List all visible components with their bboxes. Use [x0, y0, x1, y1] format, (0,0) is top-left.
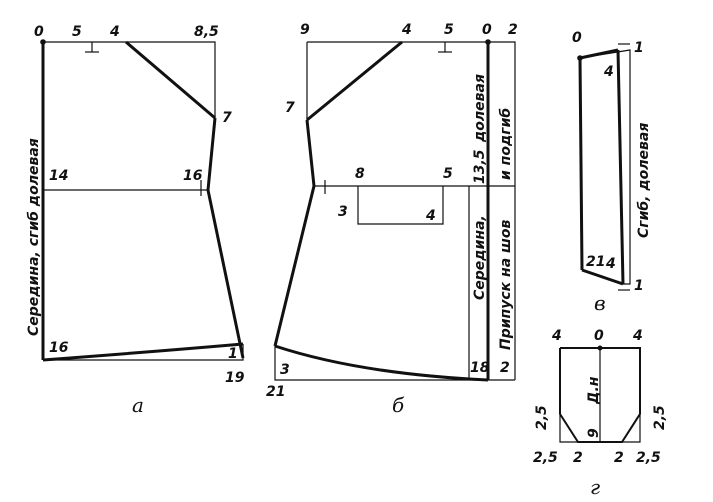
label-v-4-top: 4 [603, 64, 614, 80]
label-b-9: 9 [300, 22, 310, 38]
caption-g: г [590, 475, 600, 499]
pattern-v-point-0 [577, 55, 583, 61]
pattern-g-left-corner [559, 414, 578, 443]
label-b-5: 5 [444, 22, 454, 38]
label-a-1: 1 [228, 346, 238, 362]
label-v-1-top: 1 [634, 40, 644, 56]
label-b-8: 8 [355, 166, 365, 182]
label-g-center: Д.н [586, 376, 602, 405]
label-b-4: 4 [401, 22, 412, 38]
pattern-a-hem-box [43, 344, 244, 361]
label-g-4-right: 4 [632, 328, 643, 344]
pattern-g-point-0 [597, 345, 603, 351]
label-b-3-bottom: 3 [280, 362, 290, 378]
pattern-v-fold-edge [616, 49, 625, 285]
pattern-b-point-0 [485, 39, 491, 45]
pattern-v-outline [579, 49, 631, 285]
label-b-0: 0 [482, 22, 492, 38]
label-a-14: 14 [49, 168, 68, 184]
label-g-0: 0 [594, 328, 604, 344]
label-a-5: 5 [72, 24, 82, 40]
label-a-0: 0 [34, 24, 44, 40]
label-a-side: Середина, сгиб долевая [26, 138, 42, 336]
pattern-a-outline-top [43, 41, 216, 118]
label-v-0: 0 [572, 30, 582, 46]
label-v-side: Сгиб, долевая [636, 123, 652, 238]
pattern-b-shoulder-line [306, 40, 403, 122]
pattern-a-point-0 [40, 39, 46, 45]
pattern-v-bottom-edge [581, 268, 624, 286]
label-a-7: 7 [222, 110, 232, 126]
pattern-b-hem-box [274, 346, 515, 381]
label-b-side-4: Припуск на шов [498, 219, 514, 350]
label-b-13-5: 13,5 [472, 149, 488, 184]
label-b-2: 2 [508, 22, 518, 38]
label-g-2-5-left: 2,5 [534, 405, 550, 430]
caption-a: а [132, 393, 144, 417]
pattern-b-pocket [357, 186, 444, 225]
label-v-21: 21 [586, 254, 605, 270]
label-g-2-right: 2 [614, 450, 624, 466]
label-v-4-bottom: 4 [605, 256, 616, 272]
pattern-v-left-edge [578, 57, 584, 271]
label-b-3: 3 [338, 204, 348, 220]
pattern-g-right-corner [622, 414, 641, 443]
pattern-b-hem-curve [274, 344, 489, 382]
label-b-18: 18 [470, 360, 490, 376]
label-b-2-bottom: 2 [500, 360, 510, 376]
label-b-side-3: Середина, [472, 215, 488, 300]
pattern-b: 9 4 5 0 2 7 8 5 3 4 18 2 3 21 13,5 долев… [266, 22, 518, 417]
label-g-9: 9 [586, 428, 602, 438]
label-b-21: 21 [266, 384, 285, 400]
label-b-4-mid: 4 [425, 208, 436, 224]
label-a-16: 16 [49, 340, 69, 356]
pattern-g: 4 0 4 2,5 2,5 Д.н 9 2,5 2 2 2,5 г [533, 328, 668, 499]
pattern-a: 0 5 4 8,5 7 14 16 16 1 19 Середина, сгиб… [26, 24, 245, 417]
label-g-2-5-bottom-left: 2,5 [533, 450, 558, 466]
pattern-b-outline-right [307, 41, 516, 380]
label-g-2-5-bottom-right: 2,5 [636, 450, 661, 466]
pattern-v: 0 1 4 21 4 1 Сгиб, долевая в [572, 30, 652, 315]
label-g-2-left: 2 [573, 450, 583, 466]
label-v-1-bottom: 1 [634, 278, 644, 294]
label-b-side-2: и подгиб [498, 108, 514, 180]
pattern-a-shoulder-line [125, 40, 216, 120]
label-a-4: 4 [109, 24, 120, 40]
label-b-side-1: долевая [472, 74, 488, 143]
label-b-5-mid: 5 [443, 166, 453, 182]
label-a-8-5: 8,5 [194, 24, 219, 40]
label-a-19: 19 [225, 370, 245, 386]
label-a-16-right: 16 [183, 168, 203, 184]
label-g-2-5-right: 2,5 [652, 405, 668, 430]
caption-v: в [594, 291, 606, 315]
caption-b: б [392, 393, 405, 417]
label-b-7: 7 [285, 100, 295, 116]
pattern-a-side-seam [206, 117, 245, 359]
label-g-4-left: 4 [551, 328, 562, 344]
pattern-a-hem-curve [42, 342, 244, 362]
pattern-b-side-seam [273, 119, 316, 347]
